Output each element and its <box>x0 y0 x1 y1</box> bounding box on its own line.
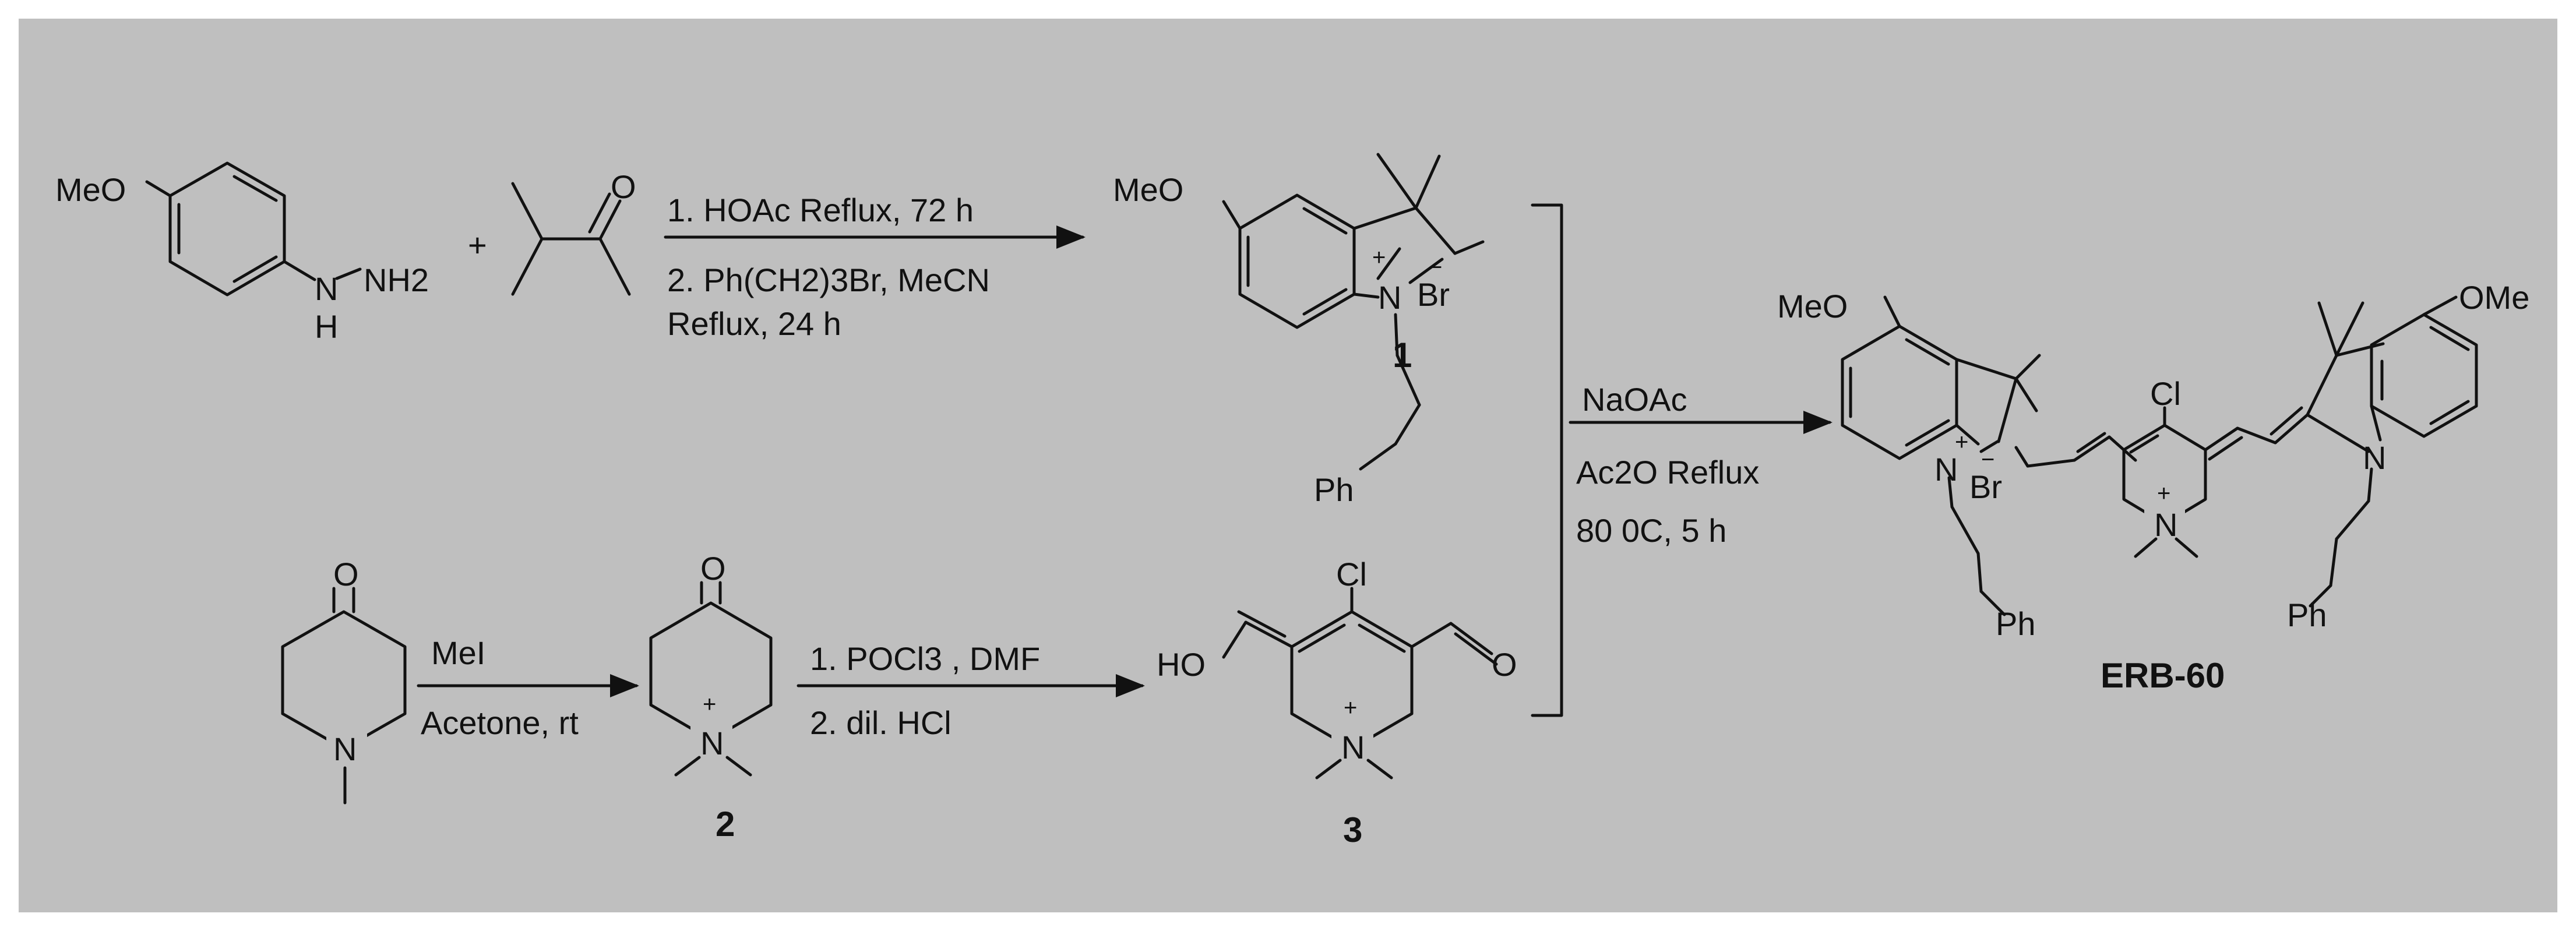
reactant-methylpiperidone: O N <box>281 556 407 805</box>
combine-bracket <box>1531 203 1563 717</box>
scheme-panel <box>19 19 2557 912</box>
condition-temperature: 80 0C, 5 h <box>1576 512 1726 549</box>
condition-naoac: NaOAc <box>1582 381 1687 418</box>
piperidone-o-label: O <box>333 556 359 593</box>
compound-1-bromide-charge: − <box>1429 255 1442 280</box>
erb60-n-left-charge: + <box>1955 429 1968 455</box>
condition-hoac: 1. HOAc Reflux, 72 h <box>667 192 974 228</box>
compound-3-cl: Cl <box>1336 556 1367 593</box>
compound-3-hydroxy: HO <box>1157 646 1206 683</box>
compound-3-n: N <box>1341 729 1365 766</box>
product-erb-60: MeO OMe Cl N + Br − N + N Ph Ph ERB-60 <box>1777 279 2529 695</box>
plus-sign: + <box>468 227 487 263</box>
erb60-cl: Cl <box>2150 375 2181 412</box>
compound-2-n-charge: + <box>703 692 716 717</box>
compound-1-n: N <box>1378 279 1401 316</box>
erb60-bromide: Br <box>1969 468 2002 505</box>
compound-1-methoxy: MeO <box>1113 171 1183 208</box>
hydrazine-n-label: N <box>315 270 338 307</box>
methoxy-label: MeO <box>55 171 126 208</box>
erb60-n-right: N <box>2363 439 2386 476</box>
erb60-phenyl-right: Ph <box>2287 597 2327 633</box>
compound-3-vinamidinium: Cl HO O N + 3 <box>1157 556 1517 849</box>
hydrazine-nh2-label: NH2 <box>364 262 429 298</box>
condition-vilsmeier: 1. POCl3 , DMF <box>810 640 1040 677</box>
erb60-methoxy-right: OMe <box>2459 279 2529 316</box>
erb60-n-center: N <box>2154 506 2177 543</box>
erb60-methoxy-left: MeO <box>1777 288 1848 325</box>
compound-1-bromide: Br <box>1417 276 1450 313</box>
condition-reflux-24h: Reflux, 24 h <box>667 305 841 342</box>
ketone-o-label: O <box>611 168 636 205</box>
erb60-n-center-charge: + <box>2157 481 2170 506</box>
compound-1-number: 1 <box>1393 336 1412 375</box>
erb60-name: ERB-60 <box>2101 656 2225 695</box>
compound-3-number: 3 <box>1343 810 1362 849</box>
compound-2-piperidinium: O N + 2 <box>649 550 773 844</box>
compound-3-aldehyde-o: O <box>1492 646 1517 683</box>
compound-2-n: N <box>700 725 724 761</box>
compound-1-n-charge: + <box>1372 245 1386 270</box>
condition-alkylation: 2. Ph(CH2)3Br, MeCN <box>667 262 990 298</box>
compound-1-indolium: MeO N + Br − Ph 1 <box>1113 153 1485 508</box>
condition-mei: MeI <box>431 634 485 671</box>
condition-ac2o: Ac2O Reflux <box>1576 454 1759 491</box>
hydrazine-h-label: H <box>315 308 338 345</box>
piperidone-n-label: N <box>333 731 357 767</box>
erb60-bromide-charge: − <box>1981 447 1994 472</box>
reactant-methoxyphenylhydrazine: MeO N NH2 H <box>55 161 429 345</box>
compound-2-o: O <box>700 550 726 587</box>
erb60-phenyl-left: Ph <box>1996 605 2036 642</box>
compound-3-n-charge: + <box>1344 695 1357 721</box>
reactant-methylbutanone: O <box>511 168 636 296</box>
compound-1-phenyl: Ph <box>1314 471 1354 508</box>
compound-2-number: 2 <box>716 805 735 844</box>
condition-acetone: Acetone, rt <box>421 704 579 741</box>
erb60-n-left: N <box>1934 451 1958 488</box>
condition-hcl: 2. dil. HCl <box>810 704 952 741</box>
